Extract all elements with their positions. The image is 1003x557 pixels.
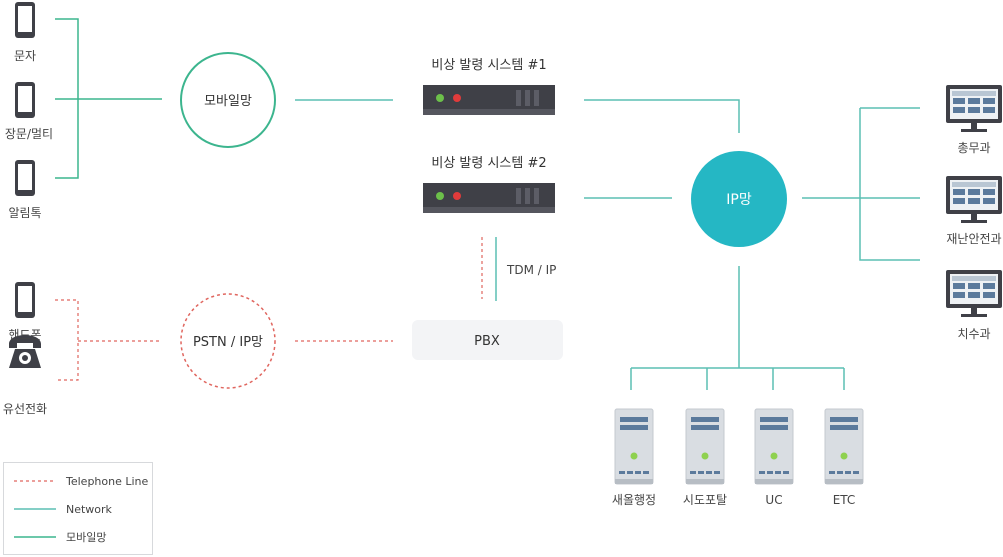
network-lines	[295, 99, 920, 390]
system2-server-icon	[423, 183, 555, 213]
tdm-ip-label: TDM / IP	[506, 263, 556, 277]
legend: Telephone Line Network 모바일망	[3, 462, 153, 555]
alimtalk-label: 알림톡	[8, 206, 41, 220]
multimedia-phone-icon	[15, 82, 35, 118]
pstn-ip-label: PSTN / IP망	[193, 335, 263, 350]
mobile-network-label: 모바일망	[204, 94, 252, 109]
alimtalk-phone-icon	[15, 160, 35, 196]
flood-control-label: 치수과	[957, 327, 990, 341]
handphone-label: 핸드폰	[8, 327, 41, 342]
server-label: UC	[765, 493, 782, 507]
server-label: ETC	[833, 493, 856, 507]
pbx-label: PBX	[474, 334, 500, 349]
system2-label: 비상 발령 시스템 #2	[431, 156, 546, 171]
server-tower-icon	[614, 408, 654, 485]
sms-label: 문자	[14, 49, 36, 63]
wired-phone-label: 유선전화	[3, 402, 47, 416]
ip-network-node	[691, 151, 787, 247]
flood-control-monitor-icon	[946, 270, 1002, 317]
pbx-node	[412, 320, 563, 360]
legend-telephone-label: Telephone Line	[65, 475, 149, 488]
server-tower-icon	[754, 408, 794, 485]
system1-label: 비상 발령 시스템 #1	[431, 58, 546, 73]
pstn-ip-node	[180, 293, 276, 389]
server-tower-icon	[824, 408, 864, 485]
server-tower-icon	[685, 408, 725, 485]
long-multi-label: 장문/멀티	[5, 127, 53, 141]
general-affairs-label: 총무과	[957, 141, 990, 155]
server-label: 시도포탈	[683, 493, 727, 507]
disaster-safety-monitor-icon	[946, 176, 1002, 223]
wired-telephone-icon	[9, 335, 41, 368]
legend-mobile-label: 모바일망	[66, 530, 106, 544]
ip-network-label: IP망	[726, 192, 752, 208]
system1-server-icon	[423, 85, 555, 115]
disaster-safety-label: 재난안전과	[946, 232, 1001, 246]
legend-network-label: Network	[66, 503, 113, 516]
mobile-network-lines	[55, 18, 162, 179]
telephone-lines	[55, 237, 483, 381]
general-affairs-monitor-icon	[946, 85, 1002, 132]
handphone-icon	[15, 282, 35, 318]
server-label: 새올행정	[612, 492, 656, 507]
mobile-network-node	[180, 52, 276, 148]
sms-phone-icon	[15, 2, 35, 38]
